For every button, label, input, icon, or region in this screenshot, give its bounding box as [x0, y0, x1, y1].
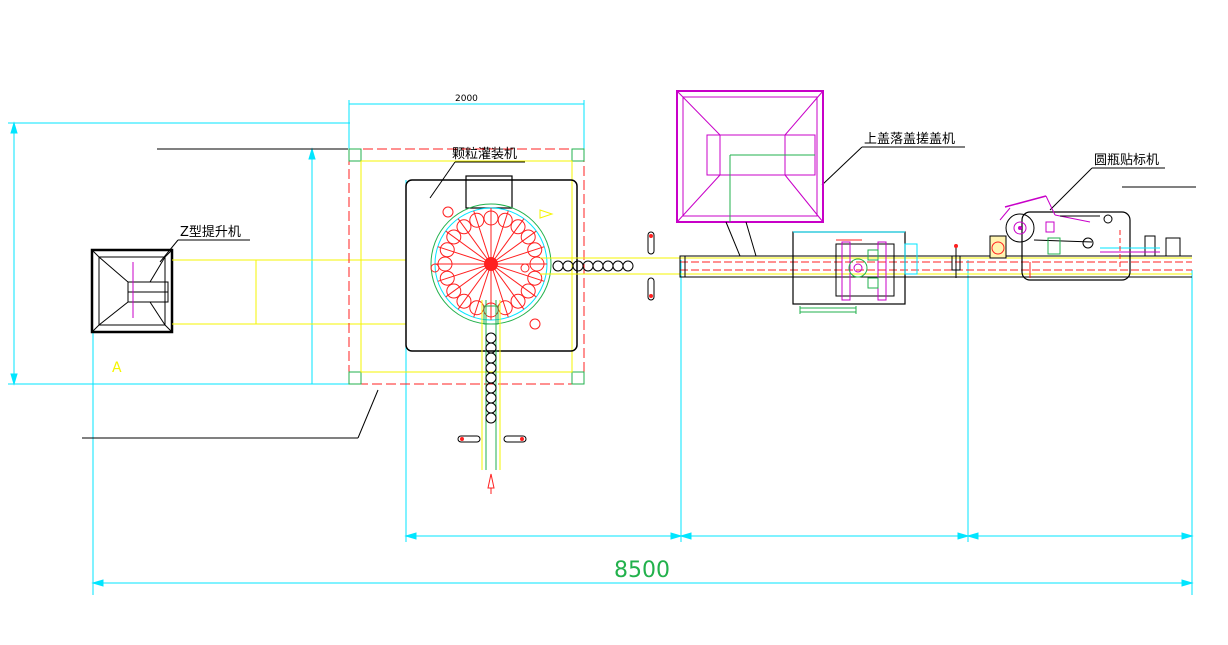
- turret-pocket: [446, 283, 462, 299]
- turret-spoke: [490, 263, 537, 298]
- bottle: [485, 372, 497, 384]
- turret-spoke: [437, 263, 492, 282]
- turret-pocket: [456, 219, 472, 235]
- turret-spoke: [457, 218, 492, 265]
- filler-frame: [348, 148, 585, 385]
- dimension-8500: 8500: [614, 558, 670, 583]
- turret-spoke: [490, 218, 525, 265]
- turret-pocket: [520, 229, 536, 245]
- label-granule-filler: 颗粒灌装机: [452, 147, 517, 162]
- turret-pocket: [439, 242, 455, 258]
- bottle: [572, 260, 584, 272]
- turret-spoke: [473, 210, 492, 265]
- turret-pocket: [437, 256, 453, 272]
- bottle: [552, 260, 564, 272]
- bottle: [592, 260, 604, 272]
- turret-pocket: [469, 212, 485, 228]
- turret-pocket: [446, 229, 462, 245]
- turret-spoke: [490, 230, 537, 265]
- turret-spoke: [490, 246, 545, 265]
- label-z-elevator: Z型提升机: [180, 224, 241, 240]
- turret-pocket: [520, 283, 536, 299]
- turret-spoke: [490, 263, 525, 310]
- bottle: [485, 332, 497, 344]
- bottle: [485, 392, 497, 404]
- turret-pocket: [527, 270, 543, 286]
- label-capping-machine: 上盖落盖搓盖机: [864, 131, 955, 147]
- dimension-2000: 2000: [455, 94, 478, 104]
- turret-pocket: [456, 293, 472, 309]
- turret-spoke: [490, 263, 509, 318]
- turret-spoke: [445, 230, 492, 265]
- turret-pocket: [510, 293, 526, 309]
- leader-lines: [82, 146, 1196, 439]
- capping-machine: [676, 90, 961, 314]
- turret-spoke: [437, 246, 492, 265]
- turret-pocket: [529, 256, 545, 272]
- turret-spoke: [445, 263, 492, 298]
- turret-pocket: [439, 270, 455, 286]
- dimension-lines: [8, 100, 1194, 595]
- bottle-row-horizontal: [552, 260, 634, 272]
- round-labeler: [989, 195, 1181, 281]
- conveyors: [481, 255, 1192, 494]
- bottle: [485, 412, 497, 424]
- bottle: [602, 260, 614, 272]
- bottle: [485, 352, 497, 364]
- guide-handles: [457, 231, 655, 443]
- rotary-turret: [430, 203, 552, 330]
- turret-pocket: [497, 212, 513, 228]
- bottle-row-vertical: [485, 332, 497, 424]
- turret-spoke: [473, 263, 492, 318]
- turret-spoke: [490, 210, 509, 265]
- label-round-labeler: 圆瓶贴标机: [1094, 153, 1159, 168]
- svg-text:A: A: [112, 360, 122, 376]
- turret-pocket: [483, 210, 499, 226]
- turret-pocket: [510, 219, 526, 235]
- bottle: [485, 402, 497, 414]
- z-elevator: A: [90, 248, 406, 376]
- turret-spoke: [457, 263, 492, 310]
- turret-spoke: [490, 263, 545, 282]
- bottle: [612, 260, 624, 272]
- turret-pocket: [527, 242, 543, 258]
- bottle: [622, 260, 634, 272]
